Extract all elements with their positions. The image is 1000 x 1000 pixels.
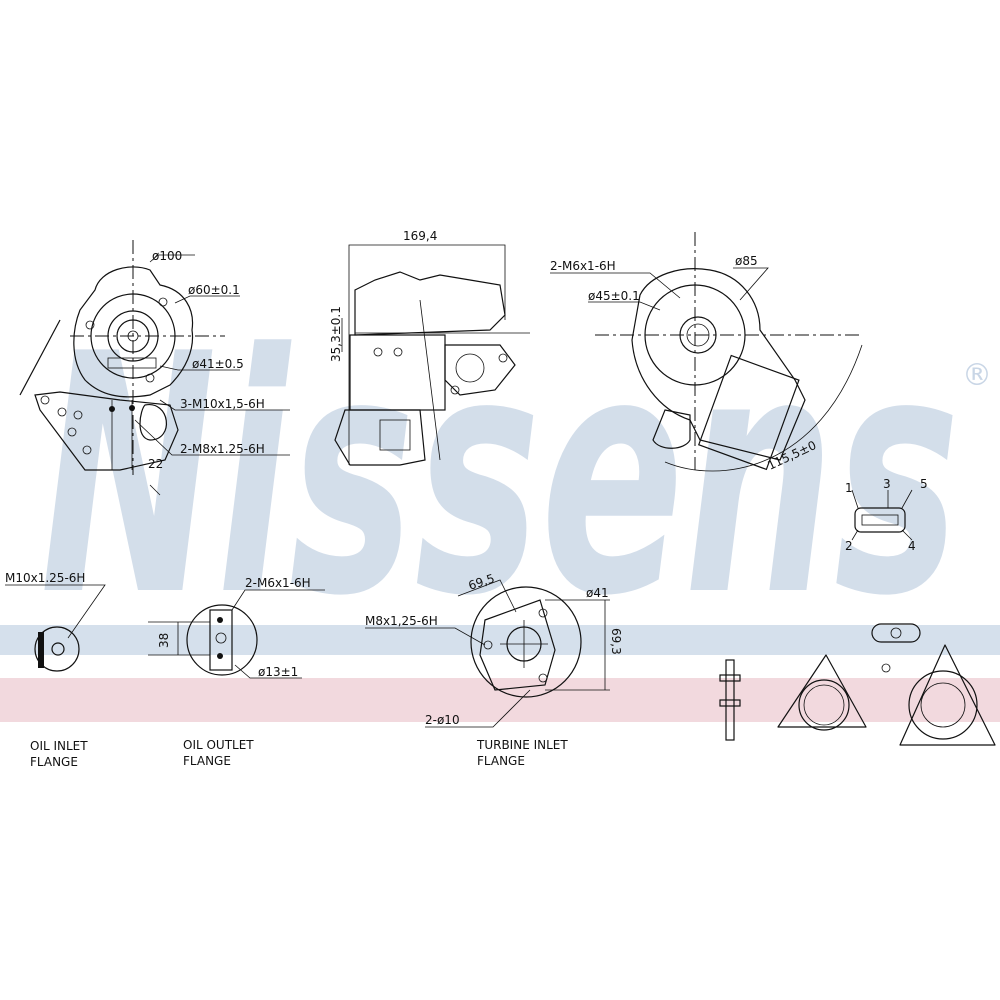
pin-2-label: 2 — [845, 539, 853, 553]
turbine-thread-label: M8x1,25-6H — [365, 614, 438, 628]
registered-mark: ® — [962, 358, 992, 393]
oil-outlet-thread-label: 2-M6x1-6H — [245, 576, 311, 590]
oil-outlet-diameter-label: ø13±1 — [258, 665, 298, 679]
oil-outlet-dimension-label: 38 — [157, 633, 171, 648]
turbine-diameter-41-label: ø41 — [586, 586, 609, 600]
diameter-85-label: ø85 — [735, 254, 758, 268]
thread-m10-label: 3-M10x1,5-6H — [180, 397, 265, 411]
pin-4-label: 4 — [908, 539, 916, 553]
oil-outlet-label-line1: OIL OUTLET — [183, 738, 254, 752]
oil-outlet-label-line2: FLANGE — [183, 754, 231, 768]
turbine-inlet-flange-drawing — [365, 579, 610, 728]
dimension-22-label: 22 — [148, 457, 163, 471]
turbine-holes-label: 2-ø10 — [425, 713, 460, 727]
electrical-connector — [851, 489, 913, 541]
oil-inlet-flange-drawing — [5, 584, 106, 672]
gasket-small — [777, 654, 867, 731]
oil-outlet-flange-drawing — [148, 589, 325, 679]
oil-inlet-label-line1: OIL INLET — [30, 739, 88, 753]
width-169-label: 169,4 — [403, 229, 437, 243]
pin-3-label: 3 — [883, 477, 891, 491]
diameter-45-label: ø45±0.1 — [588, 289, 640, 303]
thread-m8-label: 2-M8x1.25-6H — [180, 442, 265, 456]
thread-m6-label: 2-M6x1-6H — [550, 259, 616, 273]
turbine-inlet-label-line2: FLANGE — [477, 754, 525, 768]
gasket-oil-flange — [871, 623, 921, 673]
turbo-side-view — [334, 244, 530, 466]
bolt-part — [719, 659, 741, 741]
pink-band — [0, 678, 1000, 722]
pin-5-label: 5 — [920, 477, 928, 491]
turbine-end-view — [550, 232, 863, 472]
brand-watermark: Nissens — [40, 284, 960, 668]
oil-inlet-label-line2: FLANGE — [30, 755, 78, 769]
compressor-front-view — [19, 240, 290, 496]
turbine-inlet-label-line1: TURBINE INLET — [476, 738, 568, 752]
turbine-dimension-69-3-label: 69,3 — [609, 628, 623, 655]
height-35-label: 35,3±0.1 — [329, 306, 343, 362]
diameter-60-label: ø60±0.1 — [188, 283, 240, 297]
oil-inlet-thread-label: M10x1.25-6H — [5, 571, 85, 585]
pin-1-label: 1 — [845, 481, 853, 495]
blue-band — [0, 625, 1000, 655]
diameter-100-label: ø100 — [152, 249, 182, 263]
diameter-41-label: ø41±0.5 — [192, 357, 244, 371]
gasket-large — [899, 644, 996, 746]
